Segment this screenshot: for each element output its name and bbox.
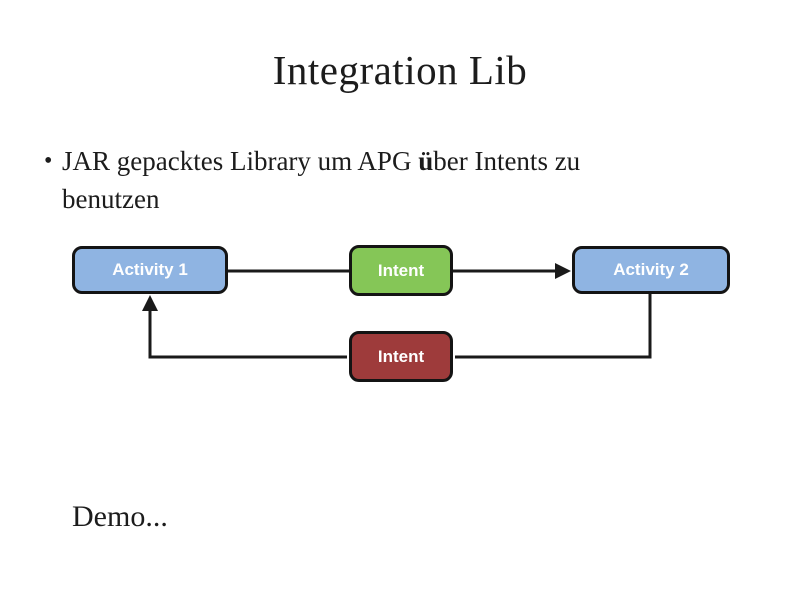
node-intent-forward: Intent	[349, 245, 453, 296]
bullet-text: JAR gepacktes Library um APG über Intent…	[62, 142, 580, 218]
bullet-item: • JAR gepacktes Library um APG über Inte…	[44, 142, 744, 218]
edge-intent-back-to-activity1	[148, 306, 347, 359]
edge-activity2-to-intent-back	[455, 292, 652, 359]
node-intent-back: Intent	[349, 331, 453, 382]
arrowhead-right-icon	[555, 263, 571, 279]
node-activity-2: Activity 2	[572, 246, 730, 294]
umlaut-glyph: ü	[418, 146, 434, 176]
bullet-line-1: JAR gepacktes Library um APG über Intent…	[62, 146, 581, 176]
arrowhead-up-icon	[142, 295, 158, 311]
bullet-marker: •	[44, 148, 53, 174]
node-activity-1: Activity 1	[72, 246, 228, 294]
bullet-line-2: benutzen	[62, 184, 160, 214]
slide-title: Integration Lib	[272, 47, 528, 93]
demo-text: Demo...	[72, 500, 168, 533]
